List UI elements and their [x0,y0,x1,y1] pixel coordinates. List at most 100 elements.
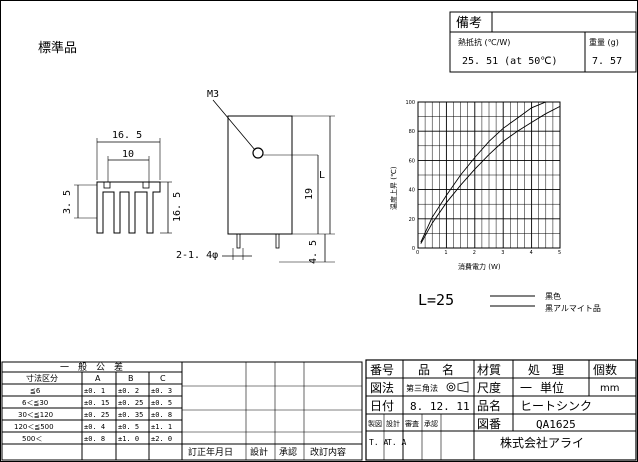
tol-c: ±1. 1 [151,423,172,431]
revision-col-approve: 承認 [279,446,297,458]
title-block: 番号 品 名 材質 処 理 個数 図法 第三角法 尺度 一 単位 mm 日付 8… [365,359,637,461]
weight-label: 重量 (g) [589,37,619,47]
chart-x-tick-label: 1 [444,250,447,256]
revision-block: 訂正年月日 設計 承認 改訂内容 [181,361,363,461]
tb-date-value: 8. 12. 11 [410,400,470,413]
pin-note: 2-1. 4φ [176,250,218,261]
tol-range: ≦6 [30,387,41,395]
tol-range: 30＜≦120 [18,411,53,419]
tb-product: 品 名 [418,362,454,377]
chart-y-tick-label: 20 [409,217,415,223]
tolerance-col-b: B [128,374,134,383]
chart-x-tick-label: 3 [501,250,504,256]
legend-l-value: L=25 [418,291,454,309]
chart-y-tick-label: 100 [405,100,415,106]
chart-y-tick-label: 60 [409,158,415,164]
chart-x-tick-label: 2 [473,250,476,256]
tb-method-value: 第三角法 [406,383,438,393]
tb-draft-value: T. A [369,438,388,447]
dim-L: L [319,170,325,181]
tol-range: 120＜≦500 [14,423,54,431]
remarks-box: 備考 熱抵抗 (℃/W) 25. 51 (at 50℃) 重量 (g) 7. 5… [449,11,637,73]
tol-a: ±0. 1 [84,387,105,395]
revision-col-date: 訂正年月日 [188,446,233,458]
tol-b: ±0. 2 [118,387,139,395]
tb-material: 材質 [477,362,501,377]
legend-item-alumite: 黒アルマイト品 [545,304,601,313]
dim-16-5-top: 16. 5 [112,130,142,141]
dim-3-5: 3. 5 [62,190,73,214]
tol-range: 6＜≦30 [22,399,48,407]
tol-c: ±0. 3 [151,387,172,395]
revision-col-design: 設計 [250,446,268,458]
tol-c: ±2. 0 [151,435,172,443]
tol-a: ±0. 4 [84,423,105,431]
dim-19: 19 [304,188,315,200]
tolerance-col-label: 寸法区分 [26,373,58,383]
side-view: M3 19 L 4. 5 2-1. 4φ [176,89,335,264]
tolerance-header: 一 般 公 差 [60,361,123,373]
chart-series-line [420,101,560,243]
chart-ticks: 0 1 2 3 4 5 0 20 40 60 80 100 [405,100,561,256]
third-angle-icon [446,381,469,393]
dim-4-5: 4. 5 [308,240,319,264]
chart-series-line [420,105,561,244]
thermal-chart: 温度上昇 (℃) 消費電力 (W) 0 1 2 3 4 5 0 20 40 60 80 100 [389,100,561,271]
tb-process: 処 理 [528,363,564,377]
tb-company: 株式会社アライ [500,435,584,450]
chart-ylabel: 温度上昇 (℃) [389,166,398,210]
tol-a: ±0. 25 [84,411,109,419]
tolerance-table: 一 般 公 差 寸法区分 A B C ≦6 ±0. 1 ±0. 2 ±0. 3 … [1,361,183,461]
tb-drawing-value: QA1625 [536,418,576,431]
weight-value: 7. 57 [592,56,622,67]
dim-10: 10 [122,149,134,160]
tb-unit-value: mm [600,383,619,394]
tol-b: ±0. 5 [118,423,139,431]
tol-range: 500＜ [22,435,42,443]
screw-label: M3 [207,89,219,100]
tb-name-label: 品名 [477,398,501,413]
tb-draft-label: 製図 [368,419,382,428]
tol-c: ±0. 5 [151,399,172,407]
tb-scale-value: 一 [520,381,532,395]
chart-y-tick-label: 40 [409,188,415,194]
tol-c: ±0. 8 [151,411,172,419]
chart-x-tick-label: 5 [558,250,561,256]
chart-grid [417,101,561,249]
tb-date-label: 日付 [370,399,394,413]
tol-a: ±0. 15 [84,399,109,407]
tol-a: ±0. 8 [84,435,105,443]
revision-col-content: 改訂内容 [310,446,346,458]
chart-x-tick-label: 0 [416,250,419,256]
tb-approve-label: 承認 [424,419,438,428]
chart-series [420,101,561,244]
dim-16-5-side: 16. 5 [172,192,183,222]
tb-scale-label: 尺度 [477,380,501,395]
tol-b: ±1. 0 [118,435,139,443]
chart-y-tick-label: 80 [409,129,415,135]
tb-method-label: 図法 [370,381,394,395]
tb-number: 番号 [370,363,394,377]
thermal-label: 熱抵抗 (℃/W) [458,37,510,47]
tb-check-label: 審査 [405,419,419,428]
tol-b: ±0. 35 [118,411,143,419]
tb-name-value: ヒートシンク [520,399,592,413]
tol-b: ±0. 25 [118,399,143,407]
tb-drawing-label: 図番 [477,417,501,431]
tolerance-col-c: C [160,374,166,383]
chart-y-tick-label: 0 [412,246,415,252]
tb-qty: 個数 [593,362,617,377]
legend-item-black: 黒色 [545,291,561,301]
tolerance-col-a: A [95,374,101,383]
tb-design-value: T. A [387,438,406,447]
chart-x-tick-label: 4 [530,250,533,256]
remarks-header: 備考 [456,15,482,31]
thermal-value: 25. 51 (at 50℃) [462,56,558,67]
page-title: 標準品 [38,40,77,56]
chart-xlabel: 消費電力 (W) [458,262,501,271]
front-view: 16. 5 10 3. 5 16. 5 [62,130,183,234]
tb-design-label: 設計 [386,419,400,428]
chart-legend: L=25 黒色 黒アルマイト品 [418,291,601,313]
tb-unit-label: 単位 [540,380,564,395]
